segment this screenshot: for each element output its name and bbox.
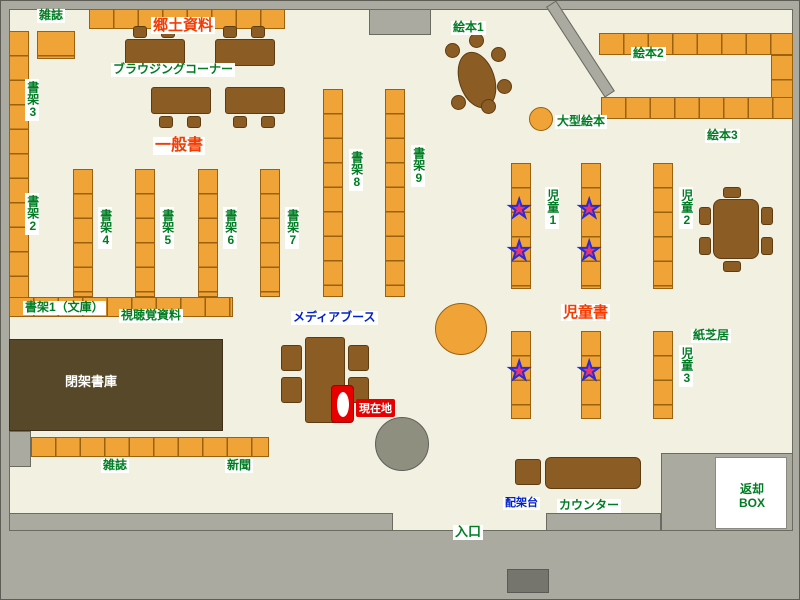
- label-picture-books1: 絵本1: [451, 20, 486, 35]
- label-shelf6: 書架6: [223, 207, 238, 249]
- label-return-box-line1: 返却: [739, 482, 764, 496]
- chair: [699, 237, 711, 255]
- marker-seat: [337, 392, 349, 417]
- counter-desk: [545, 457, 641, 489]
- label-media-booth: メディアブース: [291, 310, 378, 325]
- closed-stacks-area: [9, 339, 223, 431]
- browsing-table-2: [215, 39, 275, 66]
- chair: [159, 116, 173, 128]
- star-icon: ★: [507, 237, 531, 265]
- wall-bottom-left: [9, 513, 393, 531]
- stool: [469, 33, 484, 48]
- label-shelf4: 書架4: [98, 207, 113, 249]
- label-return-box: 返却 BOX: [723, 482, 781, 511]
- sorting-table-desk: [515, 459, 541, 485]
- shelf-sakka-5: [135, 169, 155, 297]
- shelf-sakka-7: [260, 169, 280, 297]
- star-icon: ★: [577, 237, 601, 265]
- chair: [251, 26, 265, 38]
- star-icon: ★: [507, 195, 531, 223]
- shelf-sakka-4: [73, 169, 93, 297]
- label-shelf5: 書架5: [160, 207, 175, 249]
- chair: [761, 237, 773, 255]
- shelf-magazines-newspapers: [31, 437, 269, 457]
- label-shelf1-bunko: 書架1（文庫）: [23, 300, 106, 315]
- shelf-children-upper-3: [653, 163, 673, 289]
- large-picture-books-bin: [529, 107, 553, 131]
- shelf-picture-books-2: [599, 33, 793, 55]
- shelf-children-lower-3: [653, 331, 673, 419]
- label-picture-books2: 絵本2: [631, 46, 666, 61]
- stool: [451, 95, 466, 110]
- shelf-children-lower-2: [581, 331, 601, 419]
- star-icon: ★: [577, 195, 601, 223]
- booth-seat: [281, 377, 302, 403]
- shelf-children-lower-1: [511, 331, 531, 419]
- booth-seat: [281, 345, 302, 371]
- label-browsing-corner: ブラウジングコーナー: [111, 62, 236, 77]
- label-large-picture-books: 大型絵本: [555, 114, 608, 129]
- label-general-books: 一般書: [153, 137, 206, 156]
- stool: [481, 99, 496, 114]
- shelf-magazines-top: [37, 31, 75, 59]
- shelf-right-corner: [771, 55, 793, 99]
- round-reading-table: [435, 303, 487, 355]
- label-sorting-table: 配架台: [503, 497, 540, 510]
- shelf-left-wall-2-3: [9, 31, 29, 301]
- chair: [187, 116, 201, 128]
- label-shelf8: 書架8: [349, 149, 364, 191]
- return-box-alcove: [715, 457, 787, 529]
- label-children1: 児童1: [545, 187, 560, 229]
- shelf-children-upper-1: [511, 163, 531, 289]
- stool: [491, 47, 506, 62]
- chair: [223, 26, 237, 38]
- stool: [497, 79, 512, 94]
- star-icon: ★: [577, 357, 601, 385]
- label-children3: 児童3: [679, 345, 694, 387]
- browsing-table-4: [225, 87, 285, 114]
- browsing-table-3: [151, 87, 211, 114]
- children-reading-table: [713, 199, 759, 259]
- star-icon: ★: [507, 357, 531, 385]
- shelf-sakka-9: [385, 89, 405, 297]
- label-audiovisual: 視聴覚資料: [119, 308, 184, 323]
- label-shelf7: 書架7: [285, 207, 300, 249]
- shelf-picture-books-3: [601, 97, 793, 119]
- label-magazines-top: 雑誌: [37, 8, 66, 23]
- label-children2: 児童2: [679, 187, 694, 229]
- shelf-sakka-6: [198, 169, 218, 297]
- current-location-marker: [331, 385, 354, 423]
- label-shelf2: 書架2: [25, 193, 40, 235]
- shelf-children-upper-2: [581, 163, 601, 289]
- shelf-sakka-8: [323, 89, 343, 297]
- label-magazines-bottom: 雑誌: [101, 458, 130, 473]
- chair: [723, 261, 741, 272]
- label-shelf9: 書架9: [411, 145, 426, 187]
- chair: [723, 187, 741, 198]
- booth-seat: [348, 345, 369, 371]
- label-return-box-line2: BOX: [738, 495, 765, 510]
- label-counter: カウンター: [557, 498, 622, 513]
- wall-bottom-right: [546, 513, 661, 531]
- label-entrance: 入口: [453, 524, 484, 540]
- chair: [699, 207, 711, 225]
- outside-structure: [507, 569, 549, 593]
- wall-top-pillar: [369, 9, 431, 35]
- label-shelf3: 書架3: [25, 79, 40, 121]
- current-location-label: 現在地: [356, 399, 395, 417]
- label-closed-stacks: 閉架書庫: [65, 374, 118, 389]
- label-picture-books3: 絵本3: [705, 128, 740, 143]
- chair: [761, 207, 773, 225]
- round-pillar: [375, 417, 429, 471]
- label-children-books: 児童書: [561, 304, 611, 322]
- stool: [445, 43, 460, 58]
- label-newspapers: 新聞: [225, 458, 254, 473]
- chair: [133, 26, 147, 38]
- chair: [261, 116, 275, 128]
- label-local-materials: 郷土資料: [151, 17, 216, 35]
- label-kamishibai: 紙芝居: [691, 328, 732, 343]
- chair: [233, 116, 247, 128]
- wall-left-stub: [9, 431, 31, 467]
